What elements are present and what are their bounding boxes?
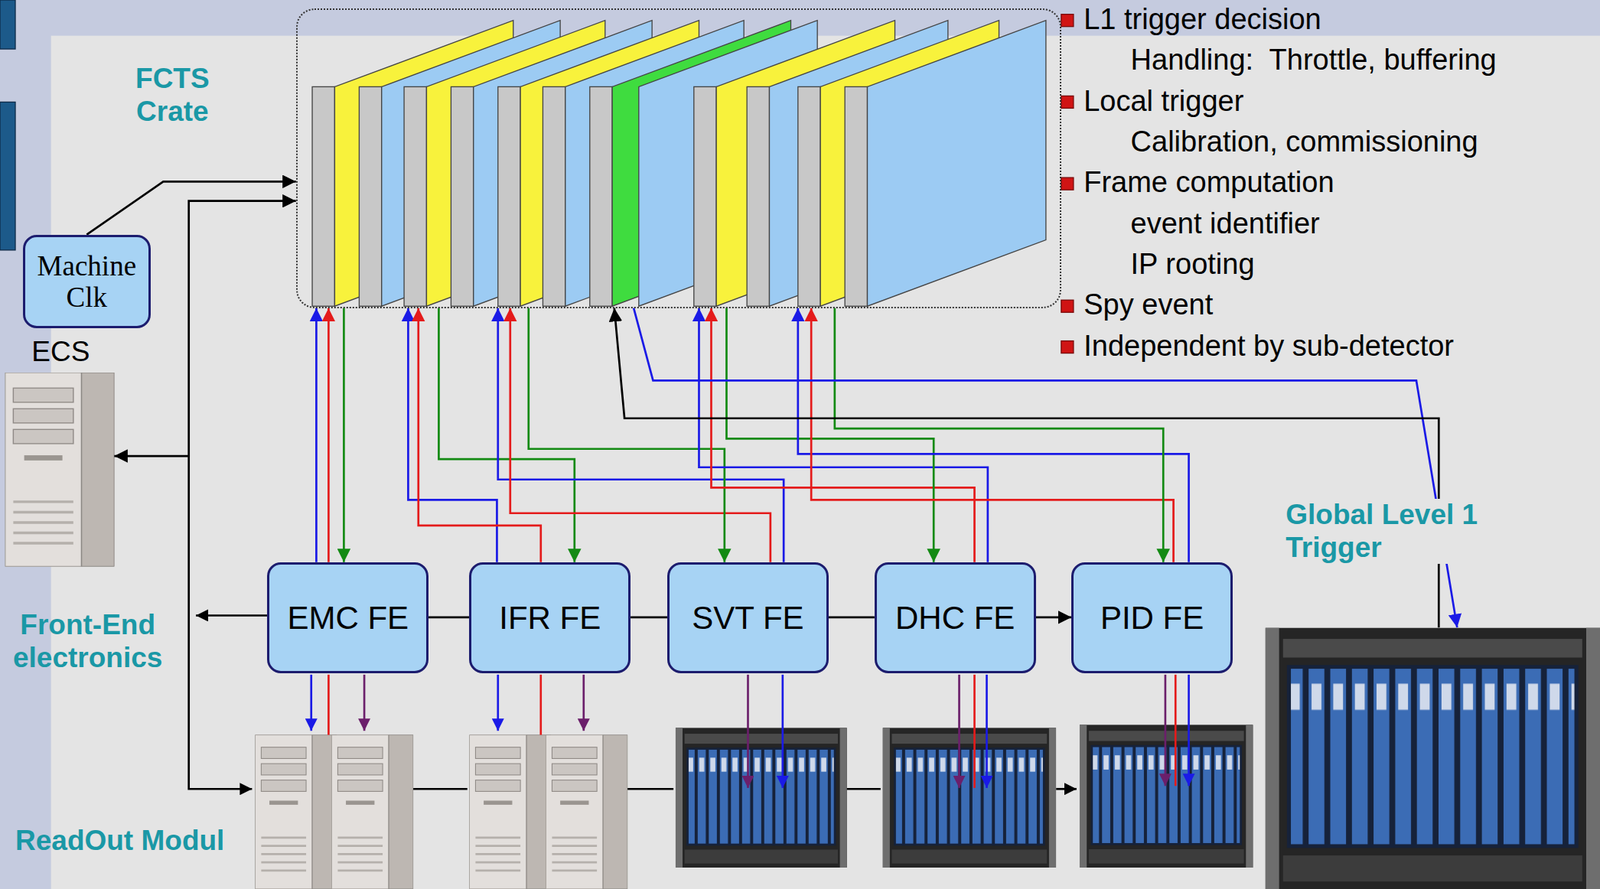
- readout-wire: [309, 674, 313, 731]
- bullet-square: [1061, 14, 1074, 27]
- connectors: [86, 181, 1457, 628]
- connector: [726, 308, 934, 563]
- computer-node: ECS: [5, 372, 115, 567]
- board-edge: [450, 86, 473, 307]
- computer-icon: [254, 735, 337, 889]
- process-box: PID FE: [1071, 562, 1233, 674]
- crate-icon: [675, 727, 848, 868]
- connector: [327, 308, 330, 563]
- process-box: EMC FE: [267, 562, 429, 674]
- ecs-bus: [189, 456, 253, 789]
- connector: [438, 308, 574, 563]
- connector: [828, 615, 875, 619]
- board-edge: [694, 86, 717, 307]
- bullet-text: L1 trigger decision: [1083, 3, 1322, 37]
- bullet-text: Independent by sub-detector: [1083, 329, 1454, 364]
- readout-wire: [582, 674, 585, 731]
- readout-wire: [958, 674, 961, 789]
- section-heading: ReadOut Modul: [15, 824, 225, 858]
- process-box: IFR FE: [469, 562, 631, 674]
- bus-arrow: [195, 614, 268, 617]
- readout-wire: [985, 674, 988, 789]
- connector: [428, 615, 470, 619]
- connector: [407, 308, 497, 563]
- node-label: Machine Clk: [32, 250, 141, 314]
- bullet-text: IP rooting: [1130, 247, 1255, 282]
- crate-icon: [883, 727, 1057, 868]
- connector: [315, 308, 318, 563]
- board-edge: [798, 86, 821, 307]
- board-edge: [312, 86, 335, 307]
- board-edge: [542, 86, 565, 307]
- node-heading: FCTS Crate: [114, 62, 232, 128]
- side-tab: [0, 101, 16, 250]
- trigger-crate: Global Level 1 Trigger: [1265, 627, 1600, 889]
- process-box: DHC FE: [874, 562, 1037, 674]
- readout-chain: [1055, 788, 1077, 791]
- connector: [498, 308, 784, 563]
- node-label: PID FE: [1100, 599, 1204, 636]
- connector: [86, 181, 296, 235]
- readout-wire: [496, 674, 499, 731]
- node-label: EMC FE: [286, 599, 409, 636]
- node-heading: ECS: [31, 335, 114, 369]
- node-label: DHC FE: [895, 599, 1015, 636]
- node-label: IFR FE: [498, 599, 601, 636]
- clock-box: Machine Clk: [22, 234, 151, 330]
- readout-wire: [973, 674, 976, 789]
- bullet-squares: [1061, 14, 1074, 354]
- board-edge: [498, 86, 521, 307]
- readout-wire: [781, 674, 784, 789]
- readout-wire: [539, 674, 542, 736]
- board-edge: [746, 86, 770, 307]
- connector: [418, 308, 541, 563]
- bullet-square: [1061, 95, 1074, 108]
- section-heading: Front-End electronics: [0, 609, 176, 675]
- bullet-text: Handling: Throttle, buffering: [1130, 43, 1497, 78]
- connector: [528, 308, 725, 563]
- board-panel: [867, 20, 1047, 307]
- connector: [342, 308, 346, 563]
- crate-frame: FCTS Crate: [296, 8, 1062, 309]
- connector: [510, 308, 771, 563]
- bullet-square: [1061, 341, 1074, 354]
- connector: [1036, 615, 1073, 619]
- readout-chain: [627, 788, 674, 791]
- side-tab: [0, 0, 16, 49]
- board-edge: [589, 86, 613, 307]
- connector: [710, 308, 975, 563]
- computer-icon: [331, 735, 414, 889]
- crate-icon: [1265, 627, 1600, 889]
- connector: [630, 615, 668, 619]
- computer-icon: [469, 735, 551, 889]
- computer-icon: [5, 372, 115, 567]
- readout-wire: [1187, 674, 1190, 786]
- readout-wire: [363, 674, 366, 731]
- readout-chain: [413, 788, 468, 791]
- bullet-text: Calibration, commissioning: [1130, 125, 1479, 160]
- bullet-text: Spy event: [1083, 288, 1213, 323]
- readout-wire: [1164, 674, 1167, 786]
- board-edge: [404, 86, 427, 307]
- readout-chain: [847, 788, 881, 791]
- computer-icon: [545, 735, 628, 889]
- bullet-square: [1061, 177, 1074, 190]
- node-heading: Global Level 1 Trigger: [1285, 498, 1531, 564]
- bullet-text: event identifier: [1130, 207, 1320, 242]
- node-label: SVT FE: [691, 599, 804, 636]
- process-box: SVT FE: [667, 562, 829, 674]
- bullet-text: Local trigger: [1083, 84, 1244, 119]
- board-edge: [844, 86, 867, 307]
- layout-wires: [189, 456, 1190, 789]
- crate-boards: [312, 20, 1047, 307]
- bullet-text: Frame computation: [1083, 166, 1334, 200]
- board-edge: [358, 86, 382, 307]
- connector: [698, 308, 988, 563]
- bullet-square: [1061, 299, 1074, 313]
- readout-wire: [327, 674, 330, 736]
- readout-wire: [746, 674, 750, 789]
- readout-wire: [1174, 674, 1177, 786]
